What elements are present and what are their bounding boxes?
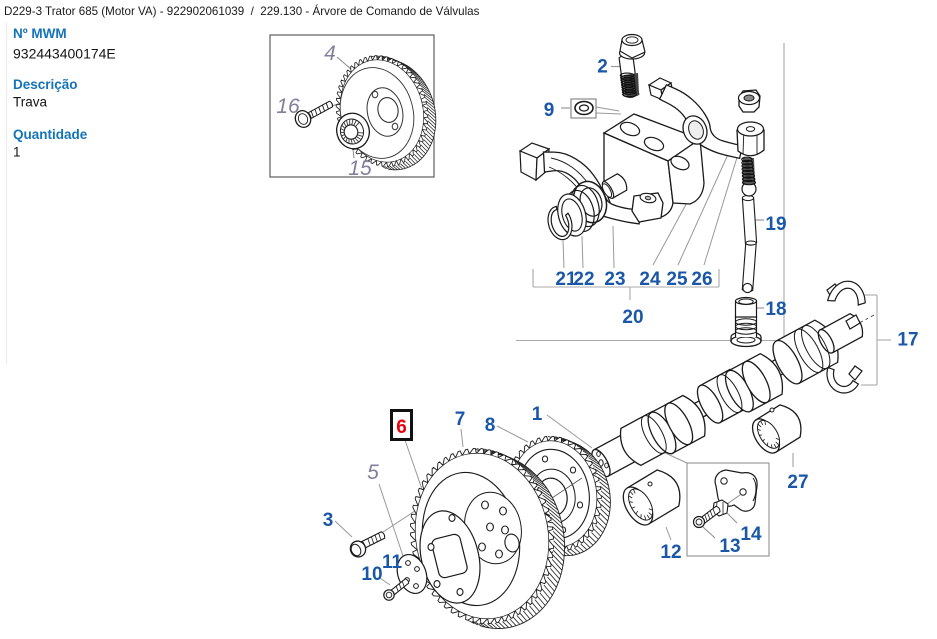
svg-text:8: 8 <box>485 415 496 436</box>
svg-text:9: 9 <box>544 100 555 121</box>
svg-text:22: 22 <box>573 269 594 290</box>
svg-text:12: 12 <box>660 542 681 563</box>
svg-text:Descrição: Descrição <box>13 77 78 92</box>
svg-text:16: 16 <box>276 95 300 118</box>
svg-text:4: 4 <box>324 42 336 65</box>
svg-text:6: 6 <box>396 417 407 438</box>
svg-text:20: 20 <box>622 307 643 328</box>
svg-text:11: 11 <box>382 552 403 573</box>
svg-text:19: 19 <box>765 214 786 235</box>
svg-text:24: 24 <box>639 269 661 290</box>
svg-text:Trava: Trava <box>13 95 47 110</box>
svg-text:932443400174E: 932443400174E <box>13 46 116 62</box>
svg-text:14: 14 <box>740 524 762 545</box>
svg-text:15: 15 <box>348 157 372 180</box>
svg-text:5: 5 <box>367 461 379 484</box>
svg-text:7: 7 <box>455 409 466 430</box>
svg-text:18: 18 <box>765 299 786 320</box>
svg-text:1: 1 <box>13 145 21 160</box>
svg-text:25: 25 <box>666 269 688 290</box>
svg-text:26: 26 <box>691 269 712 290</box>
svg-text:1: 1 <box>532 404 543 425</box>
svg-text:13: 13 <box>719 536 740 557</box>
svg-text:D229-3 Trator 685 (Motor VA) -: D229-3 Trator 685 (Motor VA) - 922902061… <box>4 5 480 18</box>
svg-text:17: 17 <box>897 330 918 351</box>
svg-text:Quantidade: Quantidade <box>13 127 88 142</box>
svg-text:23: 23 <box>604 269 625 290</box>
svg-text:2: 2 <box>597 57 608 78</box>
svg-text:Nº MWM: Nº MWM <box>13 26 67 41</box>
svg-text:10: 10 <box>361 564 382 585</box>
svg-text:3: 3 <box>323 510 334 531</box>
svg-text:27: 27 <box>787 472 808 493</box>
